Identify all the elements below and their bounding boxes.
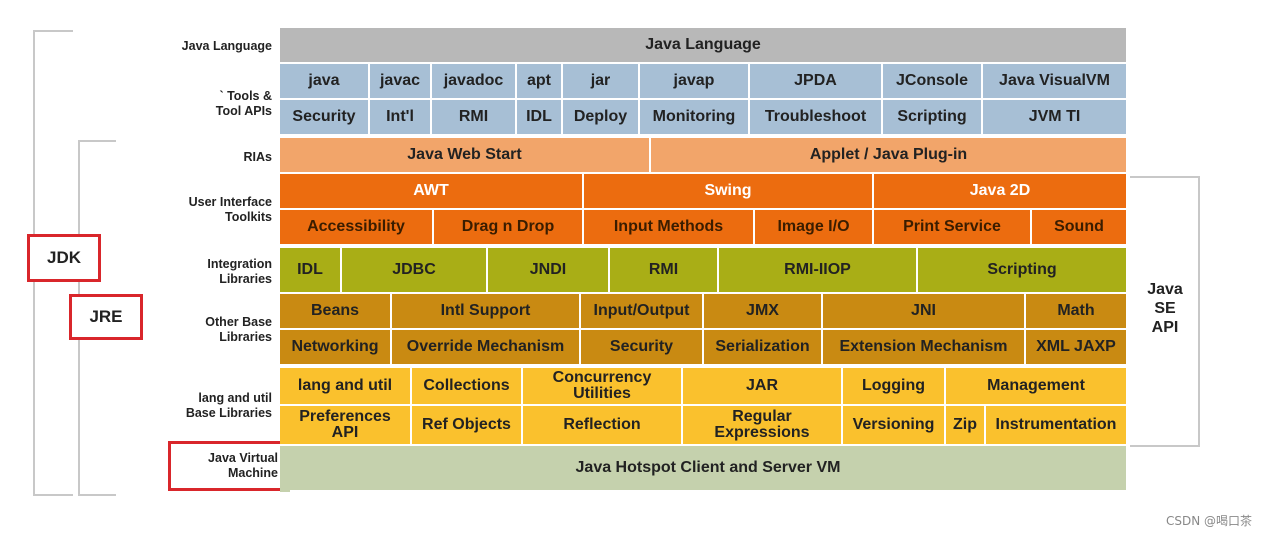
cell-other-row2-serialization: Serialization	[704, 330, 823, 366]
row-label-other-base: Other Base Libraries	[205, 315, 272, 344]
row-label-rias: RIAs	[243, 149, 272, 164]
cell-lang-row2-zip: Zip	[946, 406, 986, 446]
cell-lang-row1-lang-and-util: lang and util	[280, 368, 412, 406]
cell-lang-row1-logging: Logging	[843, 368, 946, 406]
cell-tools-row1-javac: javac	[370, 64, 432, 100]
cell-other-row2-xml-jaxp: XML JAXP	[1026, 330, 1128, 366]
cell-other-row1-intl-support: Intl Support	[392, 294, 581, 330]
row-label-jvm: Java Virtual Machine	[208, 451, 278, 480]
cell-other-row2-extension-mechanism: Extension Mechanism	[823, 330, 1026, 366]
cell-tools-row2-security: Security	[280, 100, 370, 136]
cell-integration-jndi: JNDI	[488, 248, 610, 294]
jvm-row-left-strip	[280, 446, 290, 492]
cell-rias-java-web-start: Java Web Start	[280, 138, 651, 174]
cell-ui-row2-drag-n-drop: Drag n Drop	[434, 210, 584, 246]
cell-other-row2-override-mechanism: Override Mechanism	[392, 330, 581, 366]
cell-lang-row1-collections: Collections	[412, 368, 523, 406]
cell-tools-row2-scripting: Scripting	[883, 100, 983, 136]
cell-lang-row1-jar: JAR	[683, 368, 843, 406]
cell-tools-row2-troubleshoot: Troubleshoot	[750, 100, 883, 136]
watermark: CSDN @喝口茶	[1165, 514, 1252, 528]
cell-tools-row2-rmi: RMI	[432, 100, 517, 136]
cell-other-row2-networking: Networking	[280, 330, 392, 366]
row-label-ui-toolkits: User Interface Toolkits	[188, 195, 272, 224]
cell-ui-row2-input-methods: Input Methods	[584, 210, 755, 246]
cell-integration-scripting: Scripting	[918, 248, 1128, 294]
row-label-java-language: Java Language	[181, 38, 272, 53]
cell-java-language-java-language: Java Language	[280, 28, 1128, 64]
cell-other-row1-jmx: JMX	[704, 294, 823, 330]
cell-lang-row2-preferences-api: Preferences API	[280, 406, 412, 446]
jre-label: JRE	[69, 294, 143, 340]
java-se-api-label: Java SE API	[1147, 281, 1183, 336]
cell-lang-row1-management: Management	[946, 368, 1128, 406]
cell-lang-row2-versioning: Versioning	[843, 406, 946, 446]
cell-jvm-java-hotspot-client-and-server-vm: Java Hotspot Client and Server VM	[290, 446, 1128, 492]
cell-tools-row1-jconsole: JConsole	[883, 64, 983, 100]
cell-ui-row1-awt: AWT	[280, 174, 584, 210]
cell-lang-row2-regular-expressions: Regular Expressions	[683, 406, 843, 446]
cell-rias-applet-java-plug-in: Applet / Java Plug-in	[651, 138, 1128, 174]
cell-tools-row2-int-l: Int'l	[370, 100, 432, 136]
cell-lang-row2-reflection: Reflection	[523, 406, 683, 446]
cell-ui-row2-sound: Sound	[1032, 210, 1128, 246]
cell-integration-rmi: RMI	[610, 248, 719, 294]
cell-ui-row1-swing: Swing	[584, 174, 874, 210]
cell-ui-row2-image-i-o: Image I/O	[755, 210, 874, 246]
cell-other-row1-input-output: Input/Output	[581, 294, 704, 330]
cell-other-row2-security: Security	[581, 330, 704, 366]
cell-other-row1-jni: JNI	[823, 294, 1026, 330]
cell-tools-row1-javap: javap	[640, 64, 750, 100]
cell-ui-row2-print-service: Print Service	[874, 210, 1032, 246]
cell-integration-rmi-iiop: RMI-IIOP	[719, 248, 918, 294]
row-label-integration: Integration Libraries	[207, 257, 272, 286]
cell-tools-row1-javadoc: javadoc	[432, 64, 517, 100]
cell-tools-row1-apt: apt	[517, 64, 563, 100]
cell-tools-row2-idl: IDL	[517, 100, 563, 136]
cell-integration-jdbc: JDBC	[342, 248, 488, 294]
cell-tools-row1-java-visualvm: Java VisualVM	[983, 64, 1128, 100]
cell-integration-idl: IDL	[280, 248, 342, 294]
cell-tools-row2-deploy: Deploy	[563, 100, 640, 136]
cell-tools-row1-jar: jar	[563, 64, 640, 100]
java-se-api-bracket	[1130, 176, 1200, 447]
cell-tools-row1-java: java	[280, 64, 370, 100]
cell-lang-row2-instrumentation: Instrumentation	[986, 406, 1128, 446]
row-label-lang-util: lang and util Base Libraries	[185, 391, 272, 420]
cell-lang-row2-ref-objects: Ref Objects	[412, 406, 523, 446]
jdk-label: JDK	[27, 234, 101, 282]
row-label-tools: ` Tools & Tool APIs	[215, 89, 272, 118]
cell-tools-row2-jvm-ti: JVM TI	[983, 100, 1128, 136]
cell-other-row1-beans: Beans	[280, 294, 392, 330]
cell-tools-row1-jpda: JPDA	[750, 64, 883, 100]
cell-tools-row2-monitoring: Monitoring	[640, 100, 750, 136]
cell-other-row1-math: Math	[1026, 294, 1128, 330]
cell-ui-row2-accessibility: Accessibility	[280, 210, 434, 246]
cell-ui-row1-java-2d: Java 2D	[874, 174, 1128, 210]
cell-lang-row1-concurrency-utilities: Concurrency Utilities	[523, 368, 683, 406]
